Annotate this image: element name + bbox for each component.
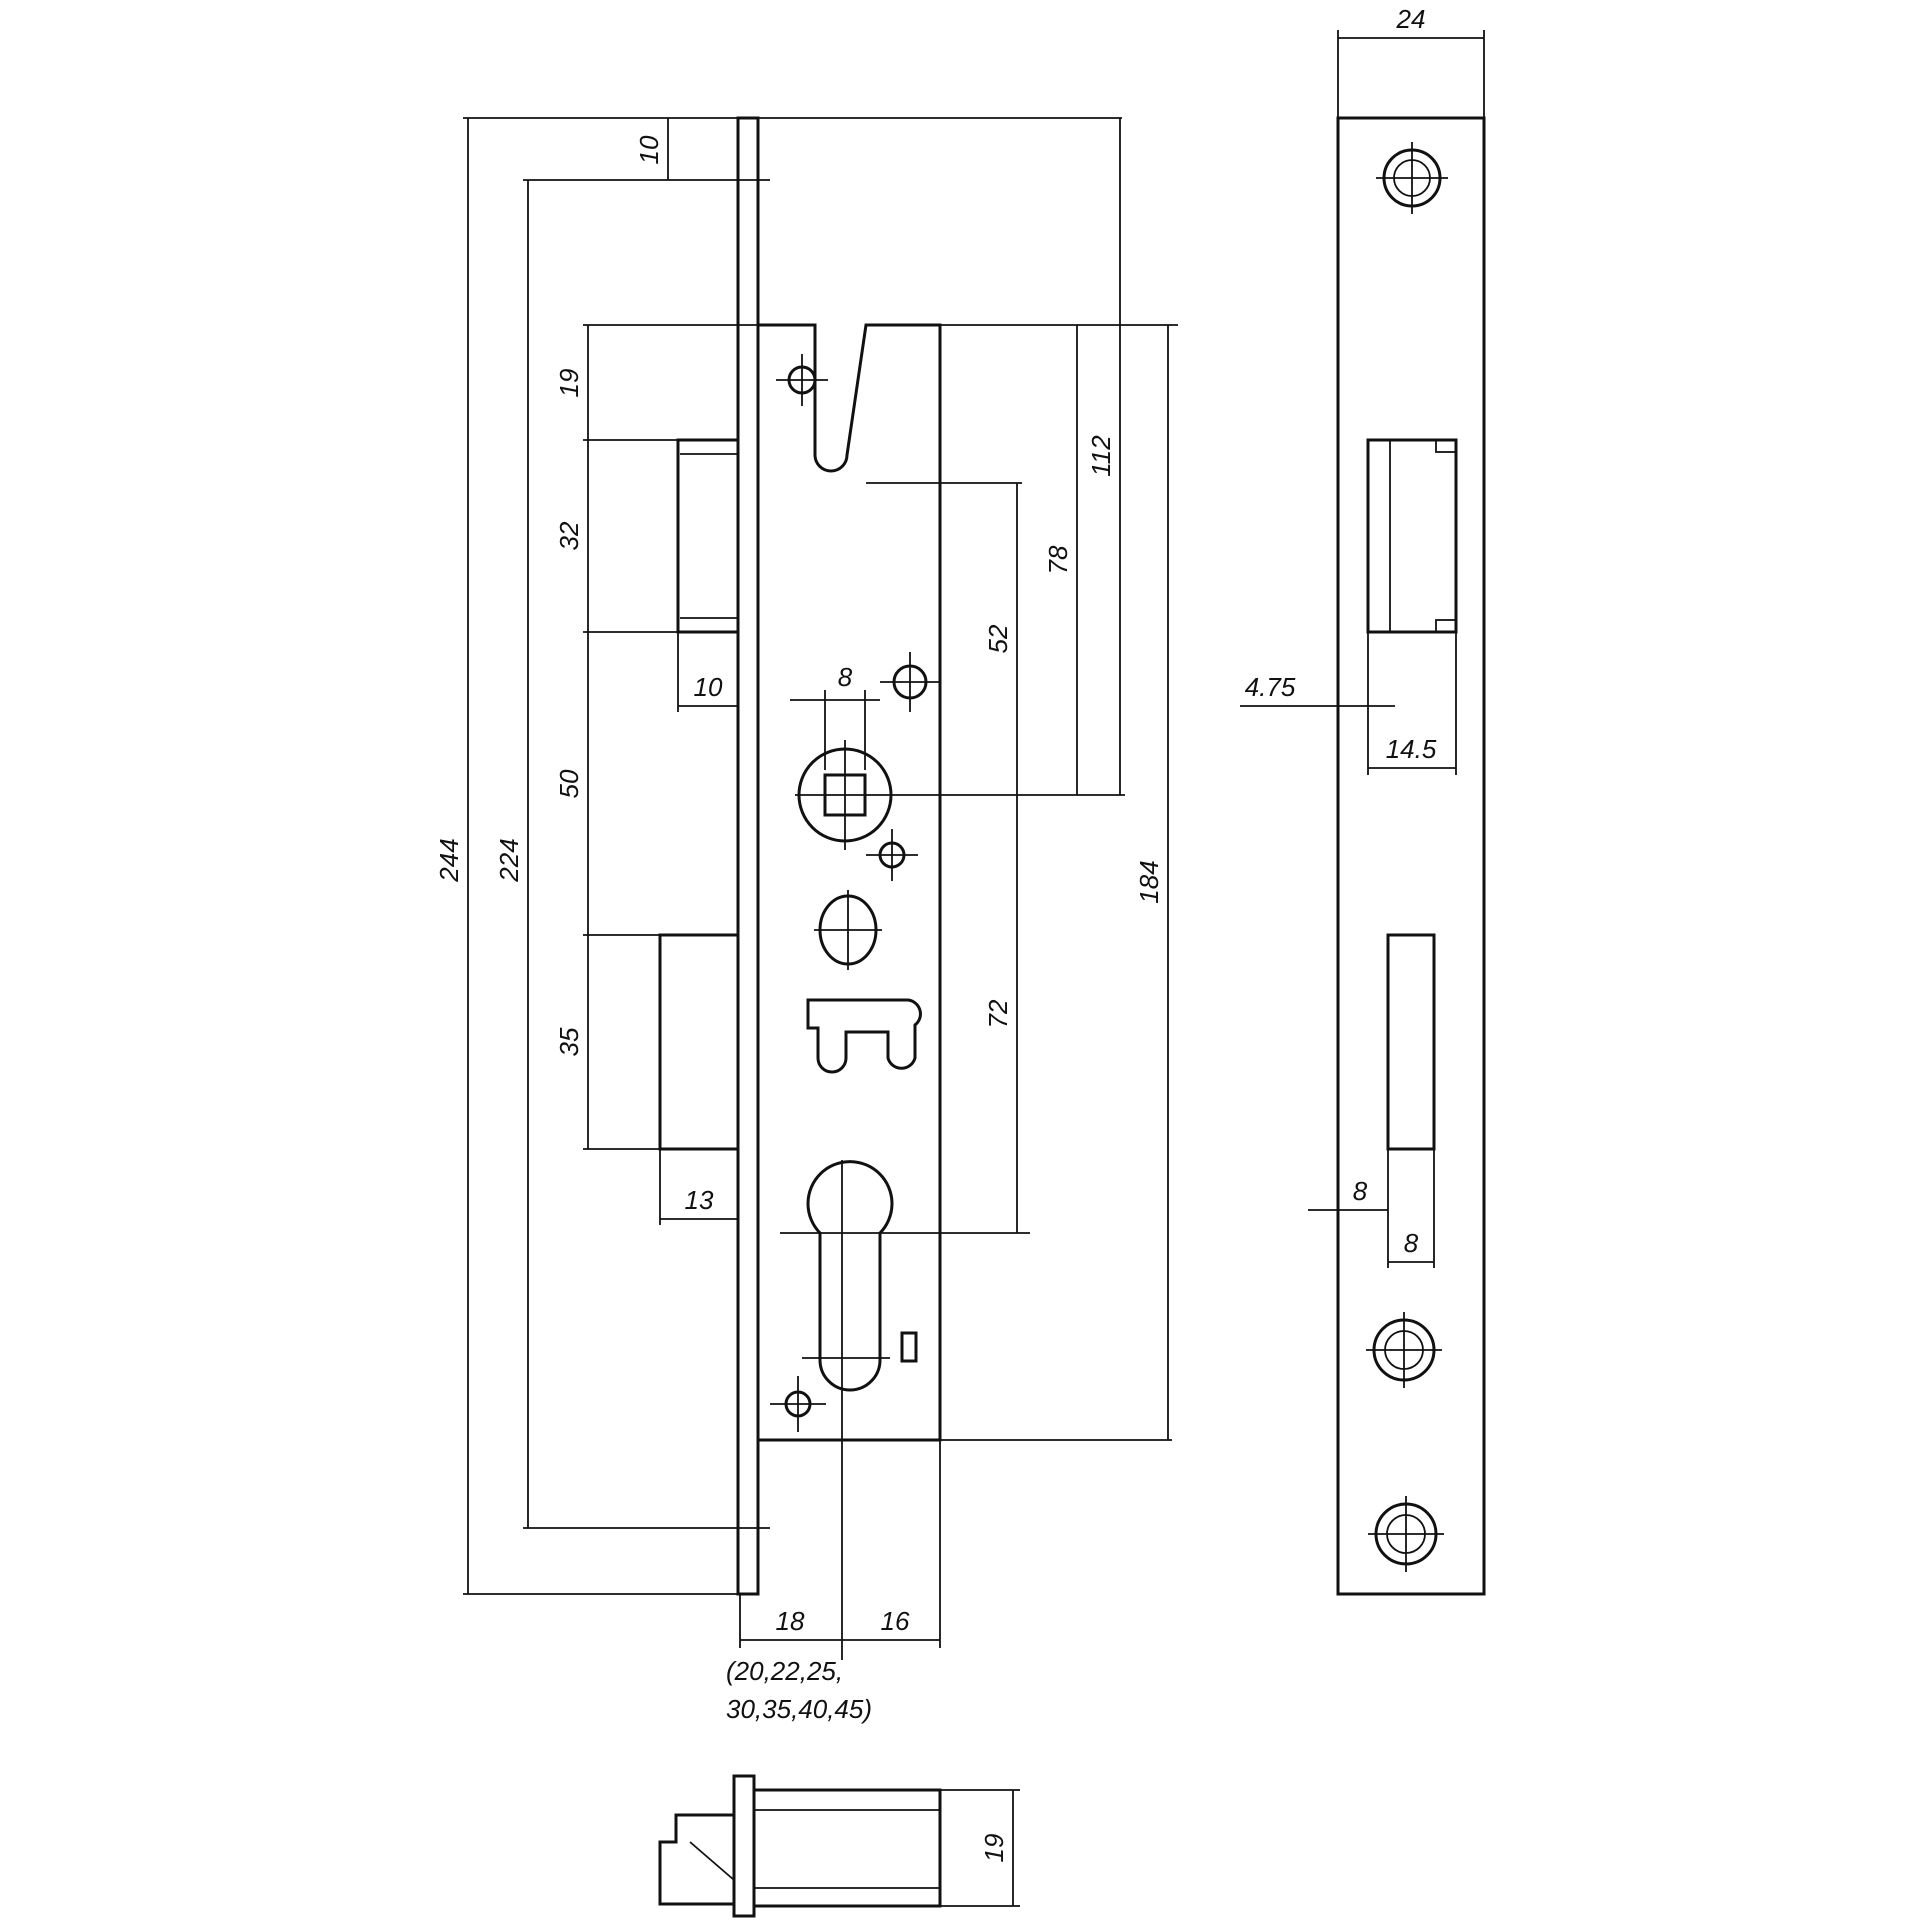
dim-label-244: 244 — [434, 838, 464, 882]
dim-label-8-spindle: 8 — [838, 662, 853, 692]
dim-label-19-bolt: 19 — [979, 1834, 1009, 1863]
lock-body-side-view — [658, 116, 1030, 1660]
faceplate-screw-bottom — [1368, 1496, 1444, 1572]
dim-label-10-faceplate: 10 — [634, 135, 664, 164]
case-screw-hole-mid — [880, 652, 940, 712]
deadbolt — [658, 933, 740, 1151]
shaped-cutout — [806, 998, 922, 1074]
dim-label-16: 16 — [881, 1606, 910, 1636]
dim-label-13: 13 — [685, 1185, 714, 1215]
dim-label-35: 35 — [554, 1027, 584, 1056]
faceplate-screw-middle — [1366, 1312, 1442, 1388]
dim-label-19: 19 — [554, 369, 584, 398]
dim-label-72: 72 — [983, 999, 1013, 1028]
small-slot — [900, 1331, 918, 1363]
dim-label-112: 112 — [1086, 435, 1116, 477]
faceplate-screw-top — [1376, 142, 1448, 214]
bolt-tongue — [658, 1813, 734, 1906]
latch-bolt — [676, 438, 740, 634]
dimension-lines-faceplate — [1240, 30, 1485, 1268]
case-screw-hole-top — [776, 354, 828, 406]
dim-label-50: 50 — [554, 769, 584, 798]
faceplate-strip — [736, 116, 760, 1596]
dim-label-24: 24 — [1396, 4, 1426, 34]
backset-options-line1: (20,22,25, — [726, 1656, 843, 1686]
lock-case-outline — [758, 323, 942, 1442]
faceplate-deadbolt-opening — [1386, 933, 1436, 1151]
faceplate-front-view — [1336, 116, 1486, 1596]
case-screw-hole-lower — [866, 829, 918, 881]
dim-label-224: 224 — [494, 838, 524, 882]
faceplate-latch-opening — [1366, 438, 1458, 634]
faceplate-outline — [1336, 116, 1486, 1596]
dim-label-8-width: 8 — [1404, 1228, 1419, 1258]
bolt-plan-view — [658, 1774, 1020, 1918]
bolt-body — [752, 1788, 942, 1908]
dim-label-10-latch: 10 — [694, 672, 723, 702]
dim-label-4-75: 4.75 — [1245, 672, 1296, 702]
case-screw-hole-bottom — [770, 1376, 826, 1432]
round-hole — [814, 890, 882, 970]
dimension-labels-faceplate: 24 4.75 14.5 8 8 — [1245, 4, 1437, 1258]
dim-label-32: 32 — [554, 521, 584, 550]
bolt-faceplate-section — [732, 1774, 756, 1918]
dim-label-78: 78 — [1043, 545, 1073, 574]
dimension-labels-side: 244 224 10 19 32 50 35 10 13 8 52 72 78 … — [434, 135, 1164, 1724]
dim-label-18: 18 — [776, 1606, 805, 1636]
dim-label-14-5: 14.5 — [1386, 734, 1437, 764]
dimension-lines-side — [463, 117, 1178, 1648]
backset-options-line2: 30,35,40,45) — [726, 1694, 872, 1724]
dim-label-184: 184 — [1134, 860, 1164, 903]
dim-label-52: 52 — [983, 624, 1013, 653]
cylinder-hole — [780, 1160, 1030, 1660]
dim-label-8-offset: 8 — [1353, 1176, 1368, 1206]
spindle-hub — [795, 740, 1020, 850]
